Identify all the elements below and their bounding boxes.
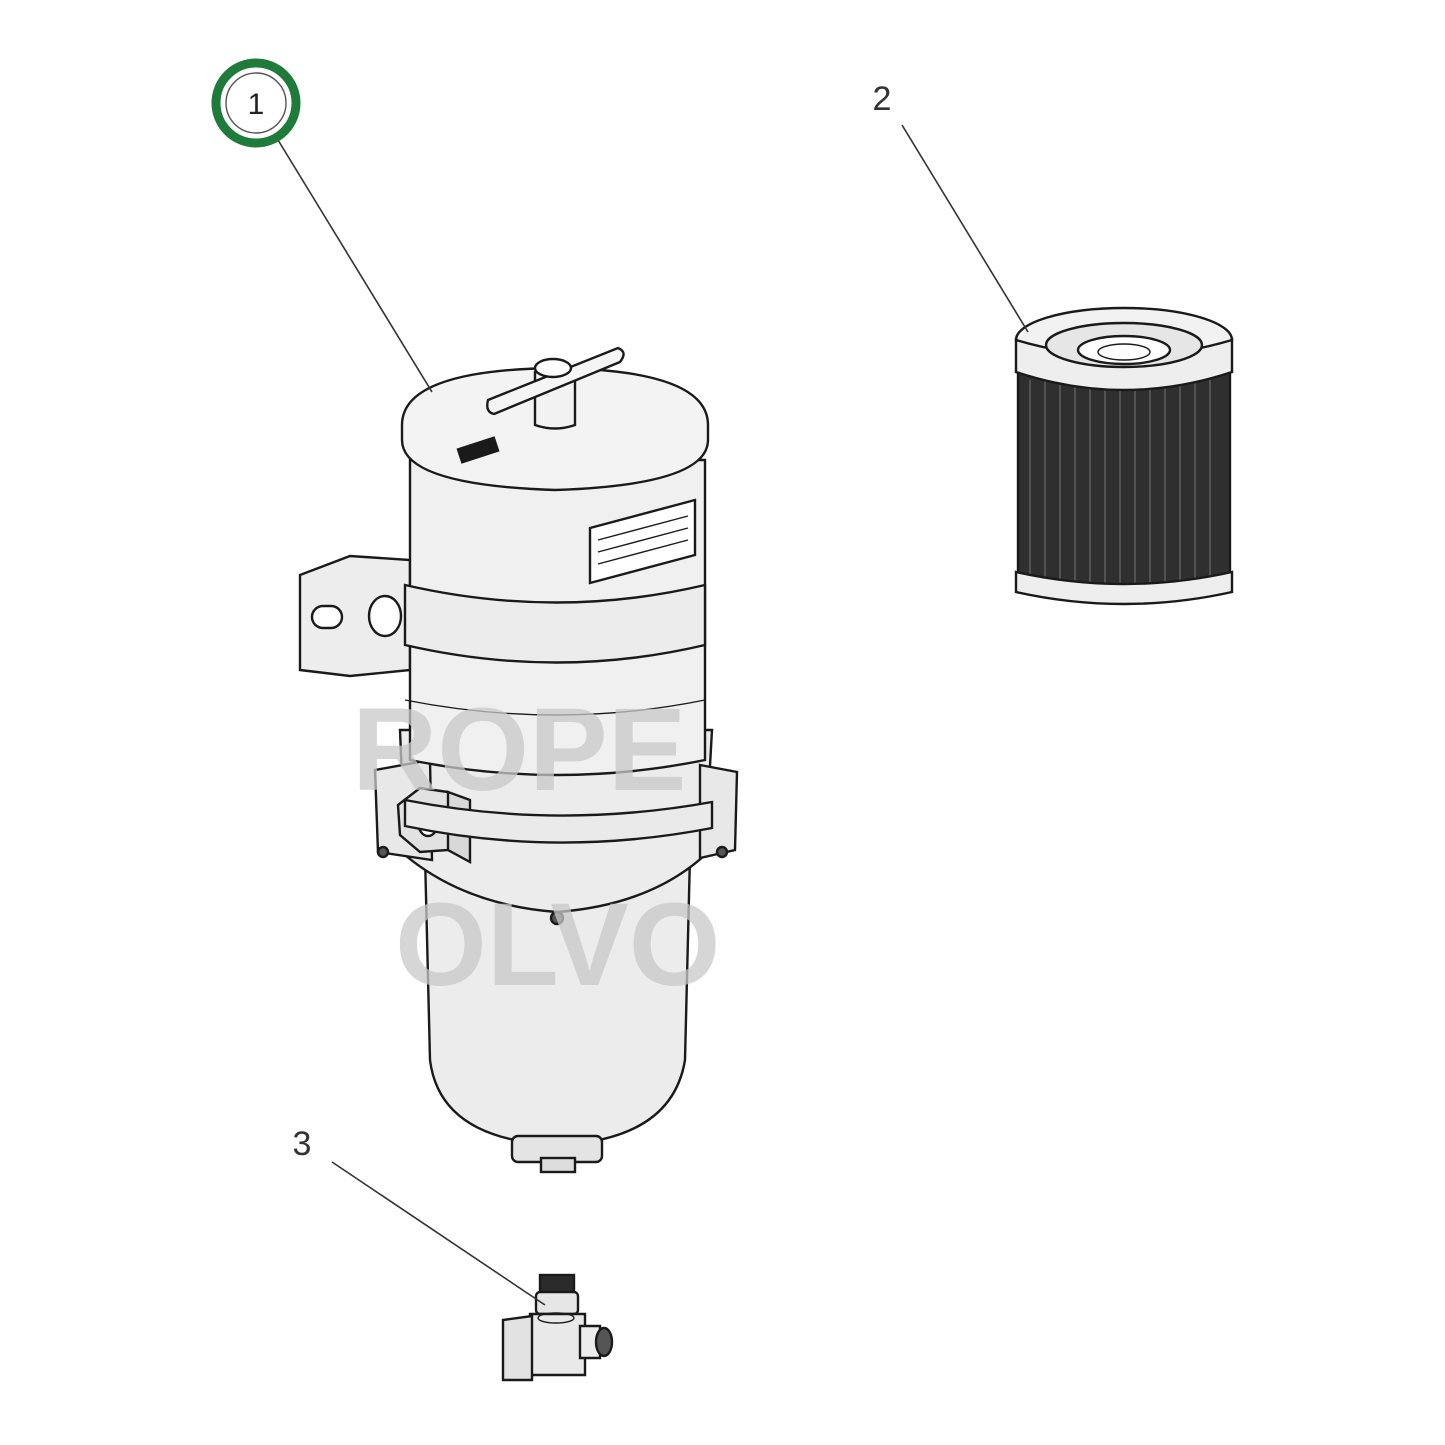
callout-label-3: 3 — [293, 1125, 312, 1163]
svg-text:OLVO: OLVO — [395, 879, 721, 1011]
callout-label-1: 1 — [248, 88, 265, 121]
watermark: ROPE OLVO — [352, 684, 721, 1011]
svg-text:ROPE: ROPE — [352, 684, 686, 816]
leader-line-3 — [331, 1161, 546, 1306]
filter-element-icon[interactable] — [1014, 306, 1234, 606]
callout-1-hotspot[interactable]: 1 — [211, 58, 301, 148]
leader-lines — [277, 124, 1029, 1306]
leader-line-2 — [901, 124, 1029, 333]
callout-2[interactable]: 2 — [873, 80, 892, 118]
drain-valve-icon[interactable] — [501, 1273, 614, 1382]
callout-3[interactable]: 3 — [293, 1125, 312, 1163]
callout-label-2: 2 — [873, 80, 892, 118]
leader-line-1 — [277, 139, 433, 393]
fuel-filter-water-separator-icon[interactable] — [298, 346, 739, 1174]
